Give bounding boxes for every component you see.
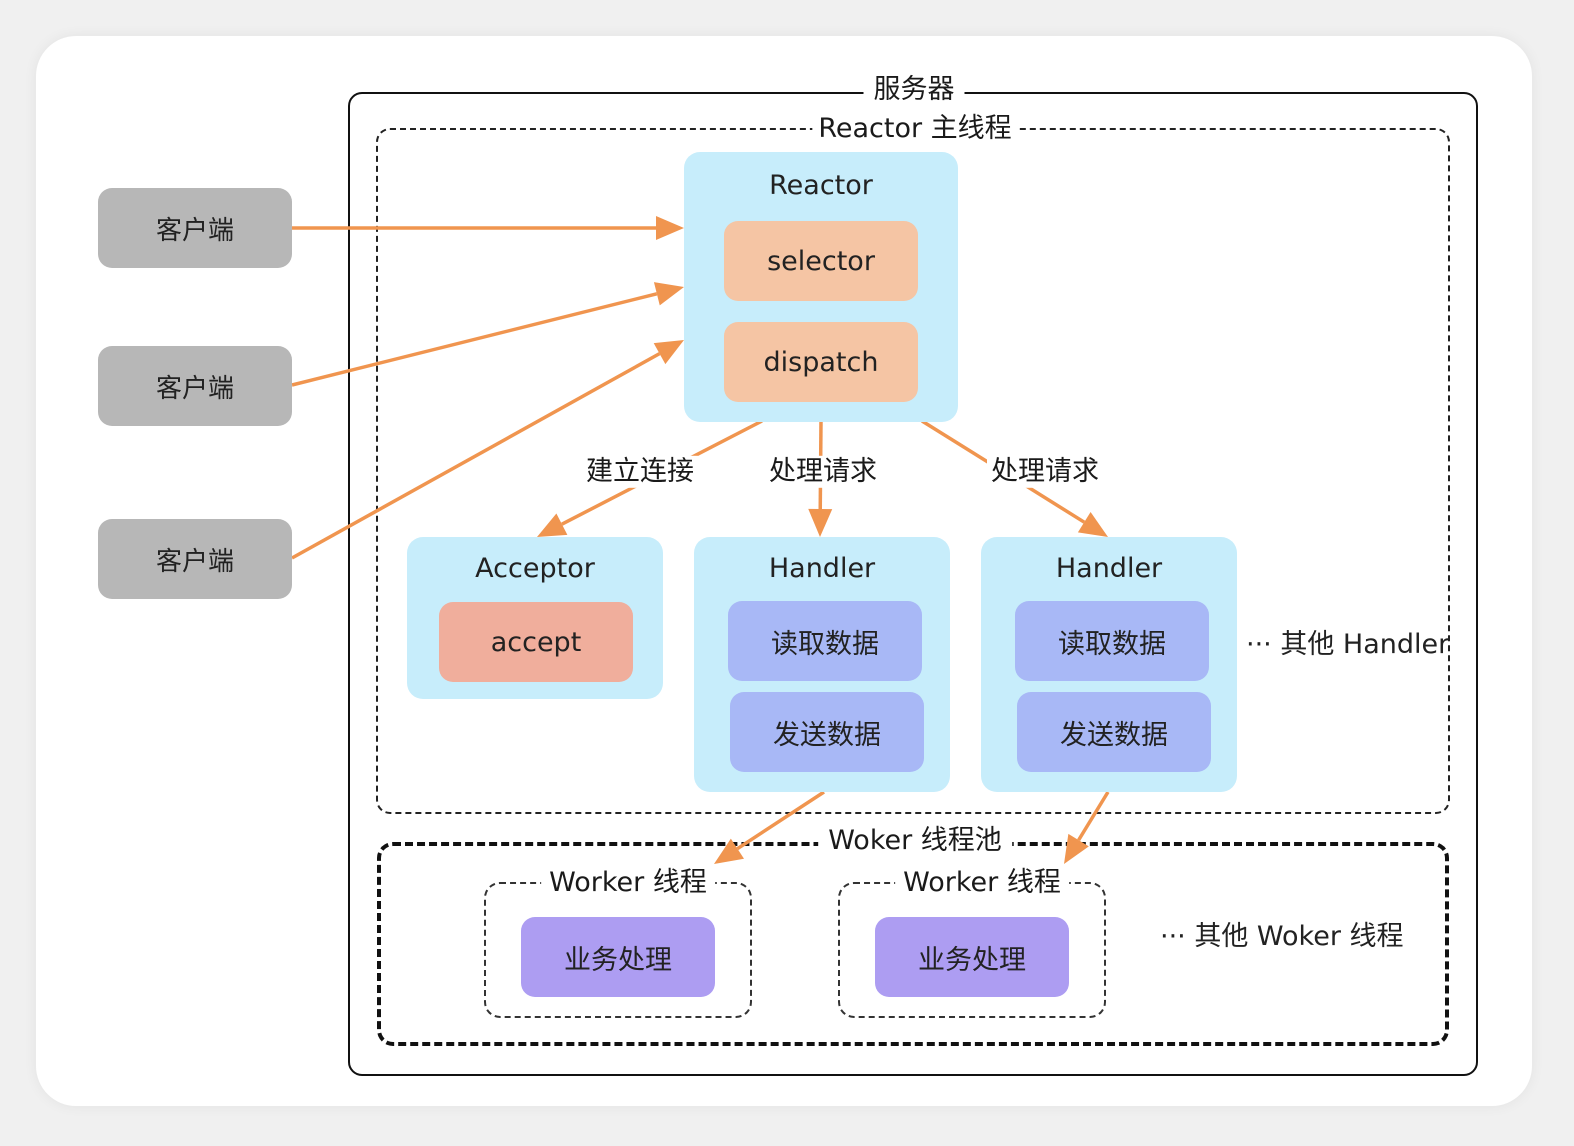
arrow-reactor-to-acceptor-head bbox=[537, 513, 568, 537]
other-worker-note: ··· 其他 Woker 线程 bbox=[1160, 921, 1404, 952]
arrow-handler-to-worker-head bbox=[714, 838, 744, 864]
worker-thread-label: Worker 线程 bbox=[541, 866, 715, 900]
arrow-client-to-reactor-head bbox=[653, 340, 684, 365]
selector-box: selector bbox=[724, 221, 918, 301]
arrow-client-to-reactor-line bbox=[291, 292, 658, 387]
arrow-client-to-reactor-head bbox=[656, 216, 684, 240]
worker-thread-label: Worker 线程 bbox=[895, 866, 1069, 900]
edge-label-handle: 处理请求 bbox=[765, 455, 881, 489]
read-data-box: 读取数据 bbox=[728, 601, 922, 681]
client-node: 客户端 bbox=[98, 346, 292, 426]
dispatch-box: dispatch bbox=[724, 322, 918, 402]
reactor-title: Reactor bbox=[769, 170, 873, 201]
handler-title: Handler bbox=[1055, 553, 1163, 584]
worker-pool-label: Woker 线程池 bbox=[818, 824, 1012, 858]
accept-box: accept bbox=[439, 602, 633, 682]
edge-label-connect: 建立连接 bbox=[582, 455, 698, 489]
arrow-handler-to-worker-line bbox=[1077, 791, 1110, 842]
other-handler-note: ··· 其他 Handler bbox=[1246, 629, 1450, 660]
arrow-handler-to-worker-line bbox=[736, 790, 825, 851]
business-process-box: 业务处理 bbox=[521, 917, 715, 997]
send-data-box: 发送数据 bbox=[1017, 692, 1211, 772]
client-node: 客户端 bbox=[98, 188, 292, 268]
edge-label-handle: 处理请求 bbox=[987, 455, 1103, 489]
arrow-reactor-to-handler-head bbox=[1077, 512, 1108, 537]
read-data-box: 读取数据 bbox=[1015, 601, 1209, 681]
send-data-box: 发送数据 bbox=[730, 692, 924, 772]
acceptor-title: Acceptor bbox=[475, 553, 595, 584]
arrow-handler-to-worker-head bbox=[1064, 833, 1089, 864]
arrow-client-to-reactor-line bbox=[291, 352, 661, 560]
arrow-reactor-to-handler-head bbox=[808, 508, 833, 537]
arrow-client-to-reactor-head bbox=[653, 282, 684, 306]
server-label: 服务器 bbox=[863, 73, 965, 107]
business-process-box: 业务处理 bbox=[875, 917, 1069, 997]
handler-title: Handler bbox=[768, 553, 876, 584]
reactor-thread-label: Reactor 主线程 bbox=[812, 112, 1018, 146]
client-node: 客户端 bbox=[98, 519, 292, 599]
